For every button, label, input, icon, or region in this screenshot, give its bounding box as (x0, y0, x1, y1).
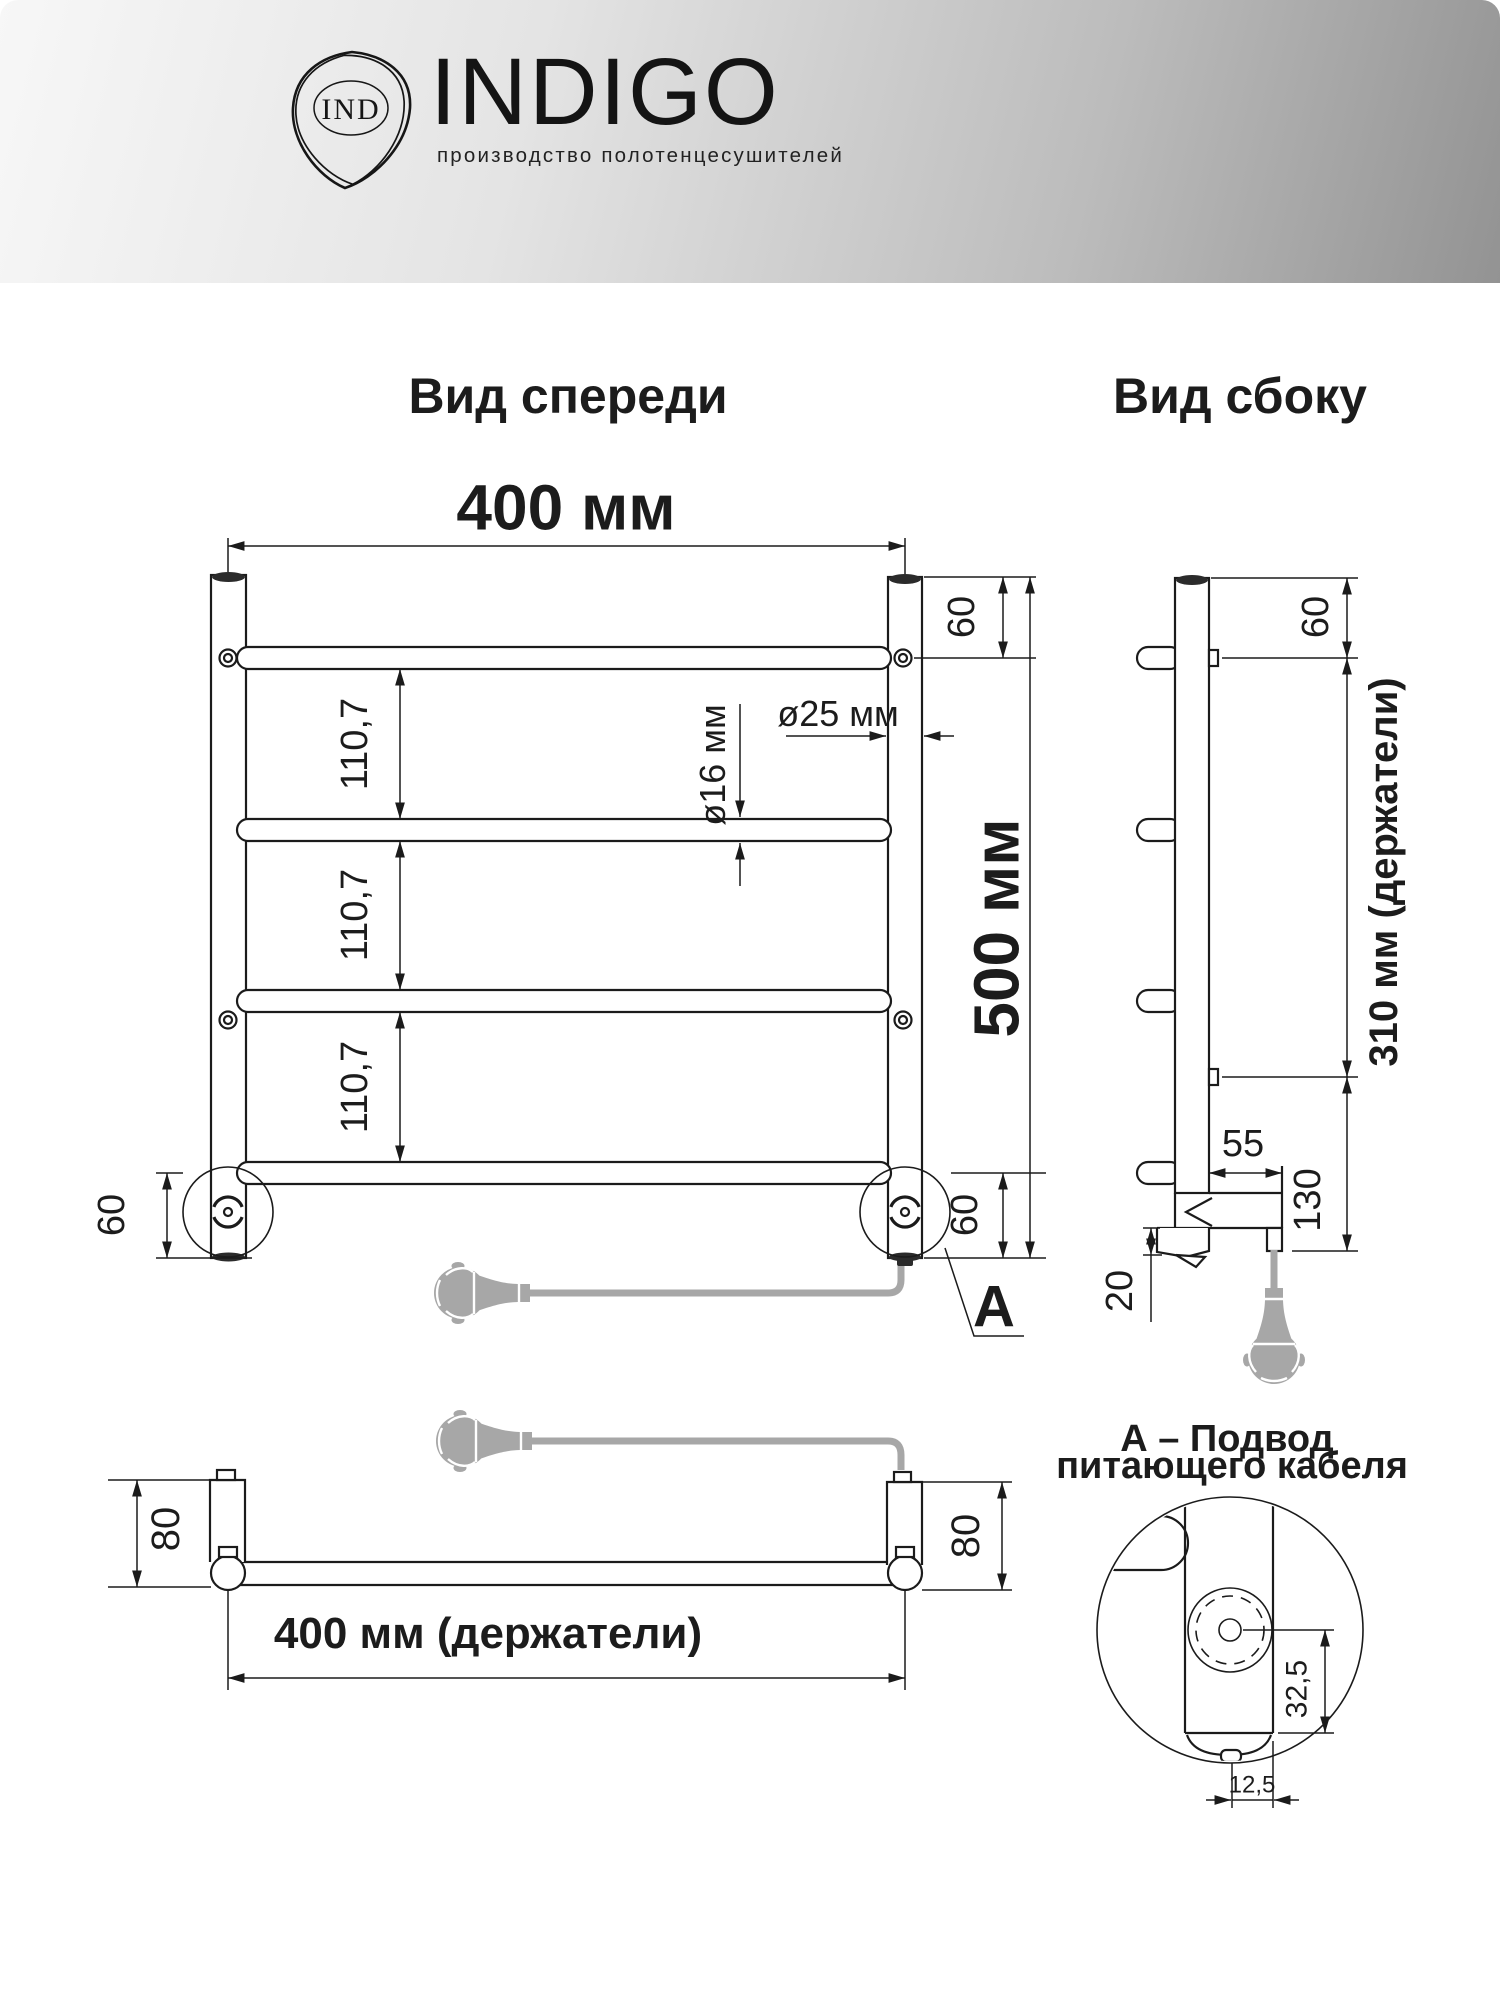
dim-label-holders-width: 400 мм (держатели) (273, 1608, 703, 1658)
dim-label-side-holders: 310 мм (держатели) (1362, 677, 1406, 1067)
brand-name: INDIGO (430, 39, 780, 145)
brand-monogram: IND (321, 93, 380, 126)
power-cable-holders (532, 1437, 905, 1470)
dim-front-bottom-right (924, 1172, 1046, 1259)
dim-front-width (227, 538, 906, 574)
front-right-post (886, 575, 924, 1260)
dim-label-rung-diameter: ø16 мм (692, 704, 734, 826)
front-view-drawing (156, 538, 1046, 1337)
power-cable-front (530, 1262, 905, 1297)
power-plug-side (1241, 1286, 1307, 1386)
dim-label-post-diameter: ø25 мм (777, 693, 899, 735)
dim-holder-left-height (108, 1479, 211, 1588)
dim-label-front-height: 500 мм (960, 818, 1033, 1038)
dim-detail-horizontal (1206, 1741, 1299, 1808)
detail-a-boundary-circle (1096, 1496, 1364, 1764)
front-view-title: Вид спереди (408, 367, 728, 424)
front-rungs (235, 645, 893, 1186)
power-plug-holders (434, 1408, 534, 1474)
side-foot (1155, 1166, 1284, 1269)
dim-label-gap-1: 110,7 (334, 697, 377, 791)
detail-a-drawing (1096, 1496, 1364, 1808)
detail-a-leader-line (944, 1247, 1024, 1337)
dim-label-side-wall-clearance: 20 (1099, 1269, 1142, 1313)
dim-holders-width (227, 1591, 906, 1690)
dim-front-bottom-left (156, 1172, 252, 1259)
dim-side-top-offset (1211, 577, 1358, 659)
holder-bracket-right (885, 1470, 924, 1592)
dim-holder-right-height (922, 1481, 1012, 1591)
dim-label-front-bottom-left: 60 (91, 1193, 134, 1237)
dim-label-holder-right-height: 80 (944, 1513, 988, 1559)
holder-bracket-left (208, 1468, 247, 1592)
cable-gland-front (897, 1258, 913, 1266)
side-view-drawing (1135, 575, 1358, 1386)
dim-label-front-top-offset: 60 (941, 595, 984, 639)
side-post (1173, 576, 1211, 1195)
dim-side-wall-clearance (1143, 1227, 1162, 1322)
cable-gland-side (1265, 1226, 1284, 1253)
dim-label-holder-left-height: 80 (144, 1506, 188, 1552)
dim-side-bottom-height (1222, 1076, 1358, 1252)
holders-view-drawing (108, 1408, 1012, 1690)
detail-a-title-line1: А – Подвод (1120, 1418, 1334, 1461)
dim-label-front-width: 400 мм (456, 471, 676, 544)
detail-a-title-line2: питающего кабеля (1056, 1445, 1408, 1488)
detail-a-marker: А (973, 1274, 1015, 1340)
wall-bracket-right (859, 1166, 951, 1258)
dim-label-detail-vertical: 32,5 (1280, 1659, 1314, 1719)
dim-label-side-top-offset: 60 (1295, 595, 1338, 639)
screw-symbols (218, 648, 913, 1030)
brand-header: IND INDIGO производство полотенцесушител… (0, 0, 1500, 283)
power-plug-front (432, 1260, 532, 1326)
dim-label-gap-2: 110,7 (334, 868, 377, 962)
dim-front-top-offset (914, 576, 1036, 659)
brand-logo-icon: IND (291, 50, 412, 190)
dim-label-side-bottom-height: 130 (1287, 1168, 1330, 1232)
dim-label-front-bottom-right: 60 (944, 1193, 987, 1237)
side-holder-clip-top (1207, 648, 1220, 668)
side-view-title: Вид сбоку (1113, 367, 1367, 424)
side-rung-stubs (1135, 645, 1183, 1186)
dim-label-gap-3: 110,7 (334, 1040, 377, 1134)
side-holder-clip-bottom (1207, 1067, 1220, 1087)
wall-bracket-left (182, 1166, 274, 1258)
dim-label-detail-horizontal: 12,5 (1228, 1771, 1276, 1799)
front-left-post (209, 573, 248, 1260)
dim-detail-vertical (1243, 1629, 1334, 1734)
brand-tagline: производство полотенцесушителей (437, 144, 845, 167)
dim-label-side-depth: 55 (1221, 1123, 1265, 1166)
